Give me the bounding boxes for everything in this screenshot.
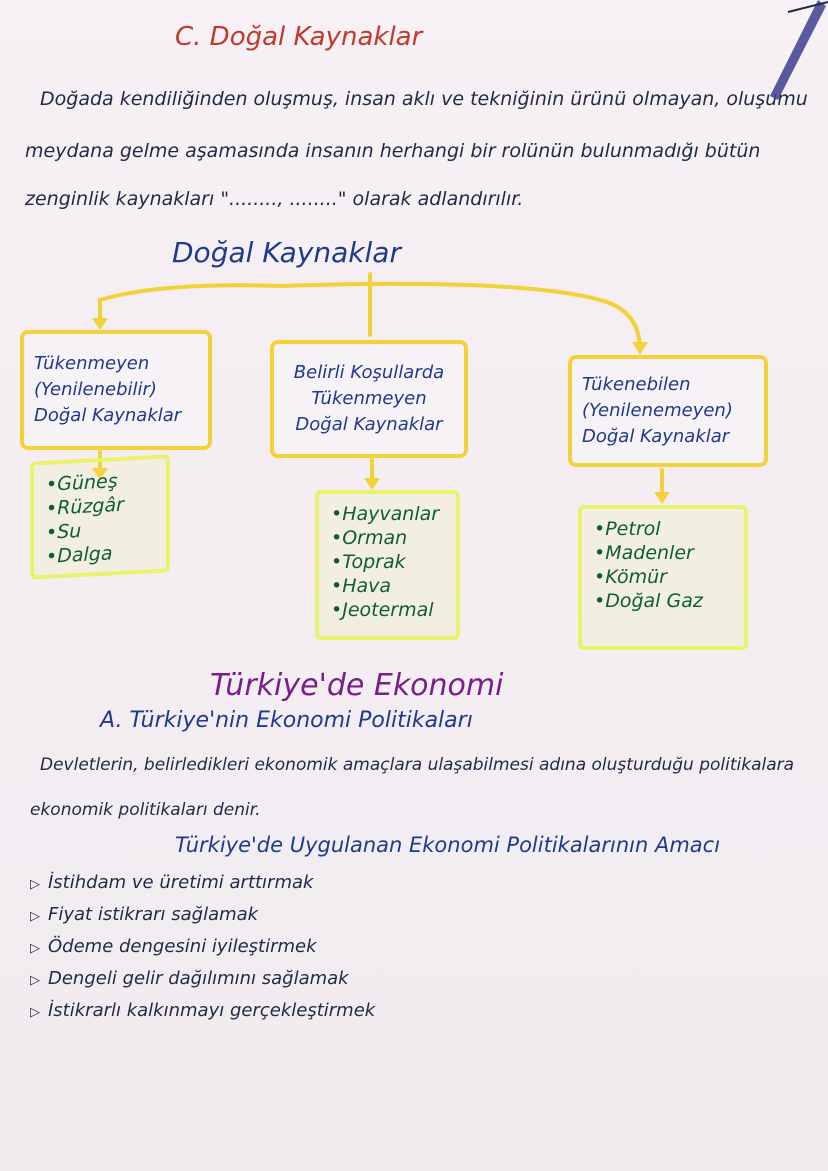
triangle-bullet-icon: ▷: [30, 973, 40, 988]
goal-text: Fiyat istikrarı sağlamak: [48, 904, 259, 925]
list-conditional: Hayvanlar Orman Toprak Hava Jeotermal: [315, 490, 460, 640]
box-conditional: Belirli Koşullarda Tükenmeyen Doğal Kayn…: [270, 340, 468, 458]
box-renewable-line-1: Tükenmeyen: [34, 353, 150, 374]
arrow-head: [364, 478, 380, 490]
box-renewable-line-2: (Yenilenebilir): [34, 379, 157, 400]
goals-title: Türkiye'de Uygulanan Ekonomi Politikalar…: [175, 833, 721, 857]
goal-text: İstihdam ve üretimi arttırmak: [48, 872, 314, 893]
list-item: Petrol: [594, 517, 732, 541]
box-nonrenewable: Tükenebilen (Yenilenemeyen) Doğal Kaynak…: [568, 355, 768, 467]
arrow-head: [654, 492, 670, 504]
economy-definition-line-2: ekonomik politikaları denir.: [30, 800, 261, 820]
intro-line-2: meydana gelme aşamasında insanın herhang…: [25, 140, 761, 162]
intro-line-1: Doğada kendiliğinden oluşmuş, insan aklı…: [40, 88, 808, 110]
box-renewable-line-3: Doğal Kaynaklar: [34, 405, 182, 426]
box-renewable: Tükenmeyen (Yenilenebilir) Doğal Kaynakl…: [20, 330, 212, 450]
list-item: Jeotermal: [331, 598, 444, 622]
list-item: Toprak: [331, 550, 444, 574]
triangle-bullet-icon: ▷: [30, 1005, 40, 1020]
list-item: Kömür: [594, 565, 732, 589]
arrow-head: [92, 318, 108, 330]
goal-text: Ödeme dengesini iyileştirmek: [48, 936, 317, 957]
diagram-title: Doğal Kaynaklar: [172, 236, 401, 269]
list-nonrenewable: Petrol Madenler Kömür Doğal Gaz: [578, 505, 748, 650]
box-nonrenewable-line-2: (Yenilenemeyen): [582, 400, 733, 421]
triangle-bullet-icon: ▷: [30, 877, 40, 892]
goal-text: Dengeli gelir dağılımını sağlamak: [48, 968, 349, 989]
section-title: C. Doğal Kaynaklar: [175, 22, 423, 52]
box-nonrenewable-line-1: Tükenebilen: [582, 374, 691, 395]
intro-line-3: zenginlik kaynakları "........, ........…: [25, 188, 524, 210]
goal-item: ▷ Fiyat istikrarı sağlamak: [30, 900, 375, 932]
goal-list: ▷ İstihdam ve üretimi arttırmak ▷ Fiyat is…: [30, 868, 375, 1028]
triangle-bullet-icon: ▷: [30, 909, 40, 924]
economy-title: Türkiye'de Ekonomi: [210, 668, 504, 703]
goal-item: ▷ Ödeme dengesini iyileştirmek: [30, 932, 375, 964]
list-renewable: Güneş Rüzgâr Su Dalga: [30, 454, 170, 580]
goal-item: ▷ İstikrarlı kalkınmayı gerçekleştirmek: [30, 996, 375, 1028]
list-item: Hayvanlar: [331, 502, 444, 526]
box-conditional-line-2: Tükenmeyen: [311, 388, 427, 409]
goal-text: İstikrarlı kalkınmayı gerçekleştirmek: [48, 1000, 376, 1021]
economy-definition-line-1: Devletlerin, belirledikleri ekonomik ama…: [40, 755, 795, 775]
list-item: Dalga: [46, 539, 154, 569]
list-item: Orman: [331, 526, 444, 550]
goal-item: ▷ İstihdam ve üretimi arttırmak: [30, 868, 375, 900]
connector-curve: [98, 283, 284, 328]
economy-subtitle: A. Türkiye'nin Ekonomi Politikaları: [100, 708, 473, 733]
list-item: Madenler: [594, 541, 732, 565]
list-item: Doğal Gaz: [594, 589, 732, 613]
box-conditional-line-1: Belirli Koşullarda: [293, 362, 445, 383]
triangle-bullet-icon: ▷: [30, 941, 40, 956]
list-item: Hava: [331, 574, 444, 598]
goal-item: ▷ Dengeli gelir dağılımını sağlamak: [30, 964, 375, 996]
pen-corner-decoration: [770, 0, 828, 100]
box-conditional-line-3: Doğal Kaynaklar: [295, 414, 443, 435]
box-nonrenewable-line-3: Doğal Kaynaklar: [582, 426, 730, 447]
arrow-head: [632, 342, 648, 355]
